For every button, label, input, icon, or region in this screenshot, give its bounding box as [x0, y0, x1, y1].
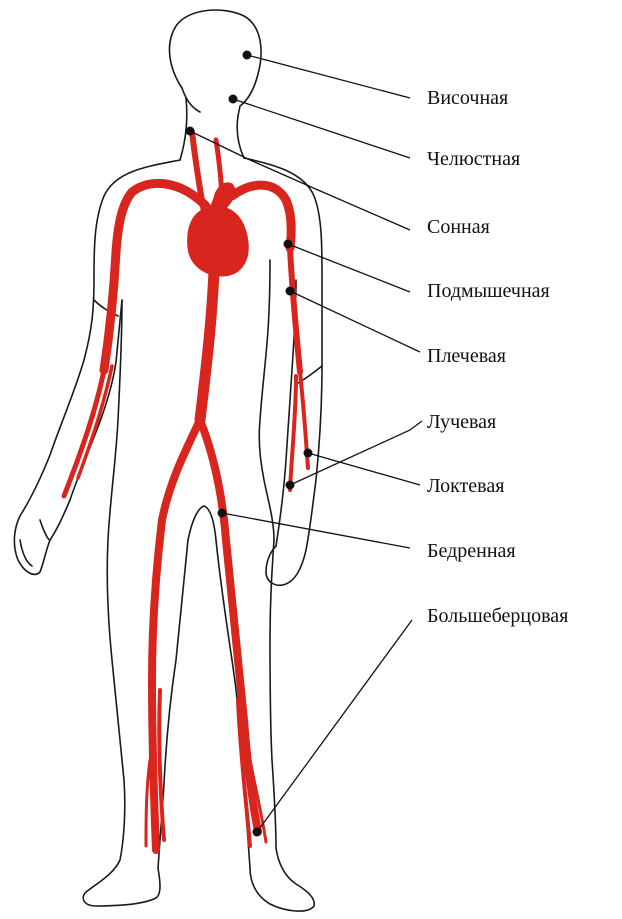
dot-ulnar [304, 449, 313, 458]
right-torso-leg [270, 540, 276, 848]
right-hip [259, 260, 274, 540]
label-radial: Лучевая [427, 411, 496, 433]
right-brachial-artery [290, 248, 300, 372]
label-axillary: Подмышечная [427, 280, 550, 302]
left-torso [83, 300, 160, 906]
left-subclavian [104, 183, 206, 370]
leader-temporal [247, 55, 410, 98]
left-forearm-artery [64, 370, 104, 496]
label-ulnar: Локтевая [427, 475, 504, 497]
left-leg-branch [159, 690, 164, 840]
leader-tibial [257, 620, 412, 832]
labels: Височная Челюстная Сонная Подмышечная Пл… [427, 87, 568, 627]
neck-right [237, 116, 244, 158]
right-femoral-artery [200, 420, 258, 832]
dot-tibial [253, 828, 262, 837]
chin-outline [182, 88, 200, 112]
head-outline [169, 10, 261, 116]
right-foot [250, 848, 314, 911]
label-brachial: Плечевая [427, 345, 506, 367]
label-jaw: Челюстная [427, 148, 520, 170]
dot-brachial [286, 287, 295, 296]
leader-femoral [222, 513, 410, 548]
left-shoulder-arm [14, 160, 180, 574]
leader-axillary [288, 244, 410, 292]
label-femoral: Бедренная [427, 540, 516, 562]
leader-brachial [290, 291, 420, 352]
descending-aorta [200, 270, 214, 420]
dot-femoral [218, 509, 227, 518]
left-forearm-artery-2 [78, 366, 112, 478]
label-carotid: Сонная [427, 216, 490, 238]
neck-left [180, 98, 187, 160]
body-outline [14, 10, 322, 911]
dot-carotid [186, 127, 195, 136]
right-shoulder-arm [244, 158, 322, 585]
dot-axillary [284, 240, 293, 249]
dot-temporal [243, 51, 252, 60]
left-leg-branch-2 [146, 760, 150, 846]
label-temporal: Височная [427, 87, 508, 109]
crotch [188, 506, 216, 540]
leader-jaw [233, 99, 410, 158]
dot-jaw [229, 95, 238, 104]
dot-radial [286, 481, 295, 490]
label-tibial: Большеберцовая [427, 605, 568, 627]
